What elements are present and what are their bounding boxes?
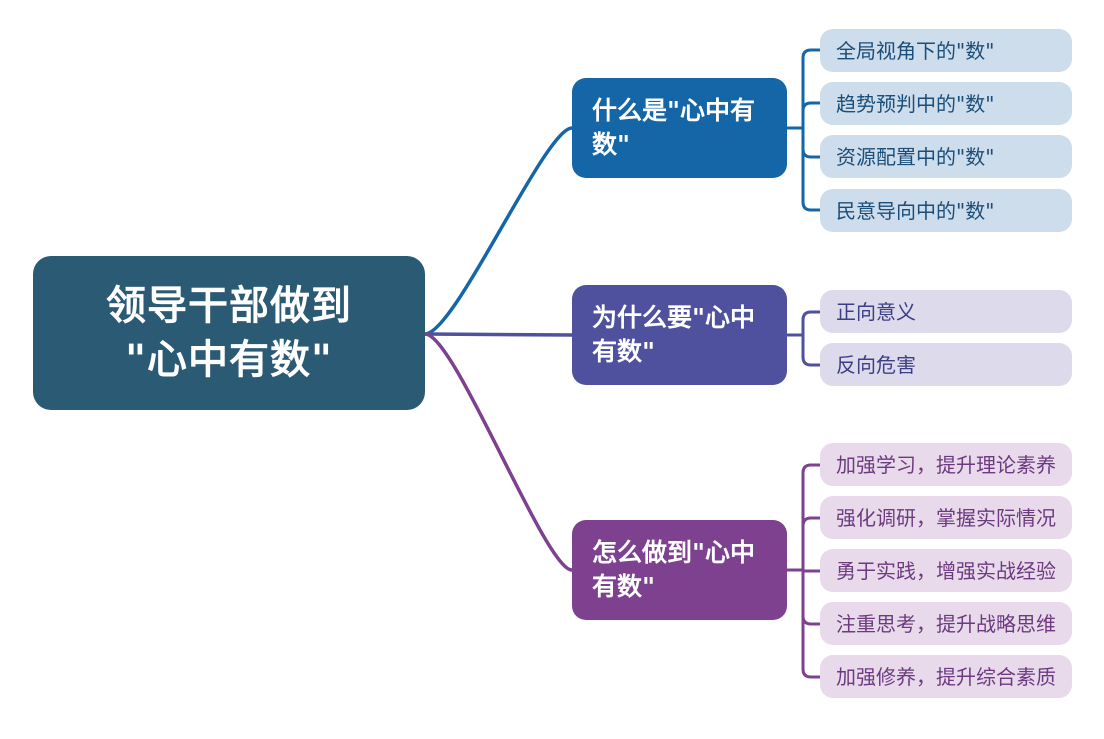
leaf-node[interactable]: 注重思考，提升战略思维 <box>820 602 1072 645</box>
connector-branch-1-leaves <box>785 48 822 212</box>
leaf-node-label: 趋势预判中的"数" <box>836 91 995 116</box>
leaf-node-label: 勇于实践，增强实战经验 <box>836 558 1056 583</box>
leaf-node[interactable]: 全局视角下的"数" <box>820 29 1072 72</box>
leaf-node-label: 全局视角下的"数" <box>836 38 995 63</box>
leaf-node-label: 资源配置中的"数" <box>836 144 995 169</box>
leaf-node-label: 加强学习，提升理论素养 <box>836 452 1056 477</box>
leaf-node[interactable]: 正向意义 <box>820 290 1072 333</box>
leaf-node[interactable]: 加强学习，提升理论素养 <box>820 443 1072 486</box>
connector-root-branch-1 <box>423 126 574 336</box>
root-node[interactable]: 领导干部做到 "心中有数" <box>33 256 425 410</box>
branch-node-label: 怎么做到"心中有数" <box>592 538 756 601</box>
leaf-node[interactable]: 加强修养，提升综合素质 <box>820 655 1072 698</box>
root-node-label: 领导干部做到 "心中有数" <box>106 283 352 383</box>
leaf-node[interactable]: 趋势预判中的"数" <box>820 82 1072 125</box>
connector-branch-3-leaves <box>785 463 822 679</box>
leaf-node-label: 加强修养，提升综合素质 <box>836 664 1056 689</box>
leaf-node-label: 强化调研，掌握实际情况 <box>836 505 1056 530</box>
leaf-node-label: 正向意义 <box>836 299 916 324</box>
leaf-node[interactable]: 民意导向中的"数" <box>820 189 1072 232</box>
leaf-node-label: 反向危害 <box>836 352 916 377</box>
branch-node-why[interactable]: 为什么要"心中有数" <box>572 285 787 385</box>
connector-root-branch-2 <box>423 332 574 337</box>
connector-branch-2-leaves <box>785 310 822 367</box>
branch-node-label: 什么是"心中有数" <box>592 96 756 159</box>
leaf-node-label: 注重思考，提升战略思维 <box>836 611 1056 636</box>
leaf-node[interactable]: 强化调研，掌握实际情况 <box>820 496 1072 539</box>
connector-root-branch-3 <box>423 332 574 572</box>
leaf-node-label: 民意导向中的"数" <box>836 198 995 223</box>
branch-node-how[interactable]: 怎么做到"心中有数" <box>572 520 787 620</box>
branch-node-label: 为什么要"心中有数" <box>592 303 756 366</box>
leaf-node[interactable]: 勇于实践，增强实战经验 <box>820 549 1072 592</box>
leaf-node[interactable]: 资源配置中的"数" <box>820 135 1072 178</box>
branch-node-what-is[interactable]: 什么是"心中有数" <box>572 78 787 178</box>
leaf-node[interactable]: 反向危害 <box>820 343 1072 386</box>
